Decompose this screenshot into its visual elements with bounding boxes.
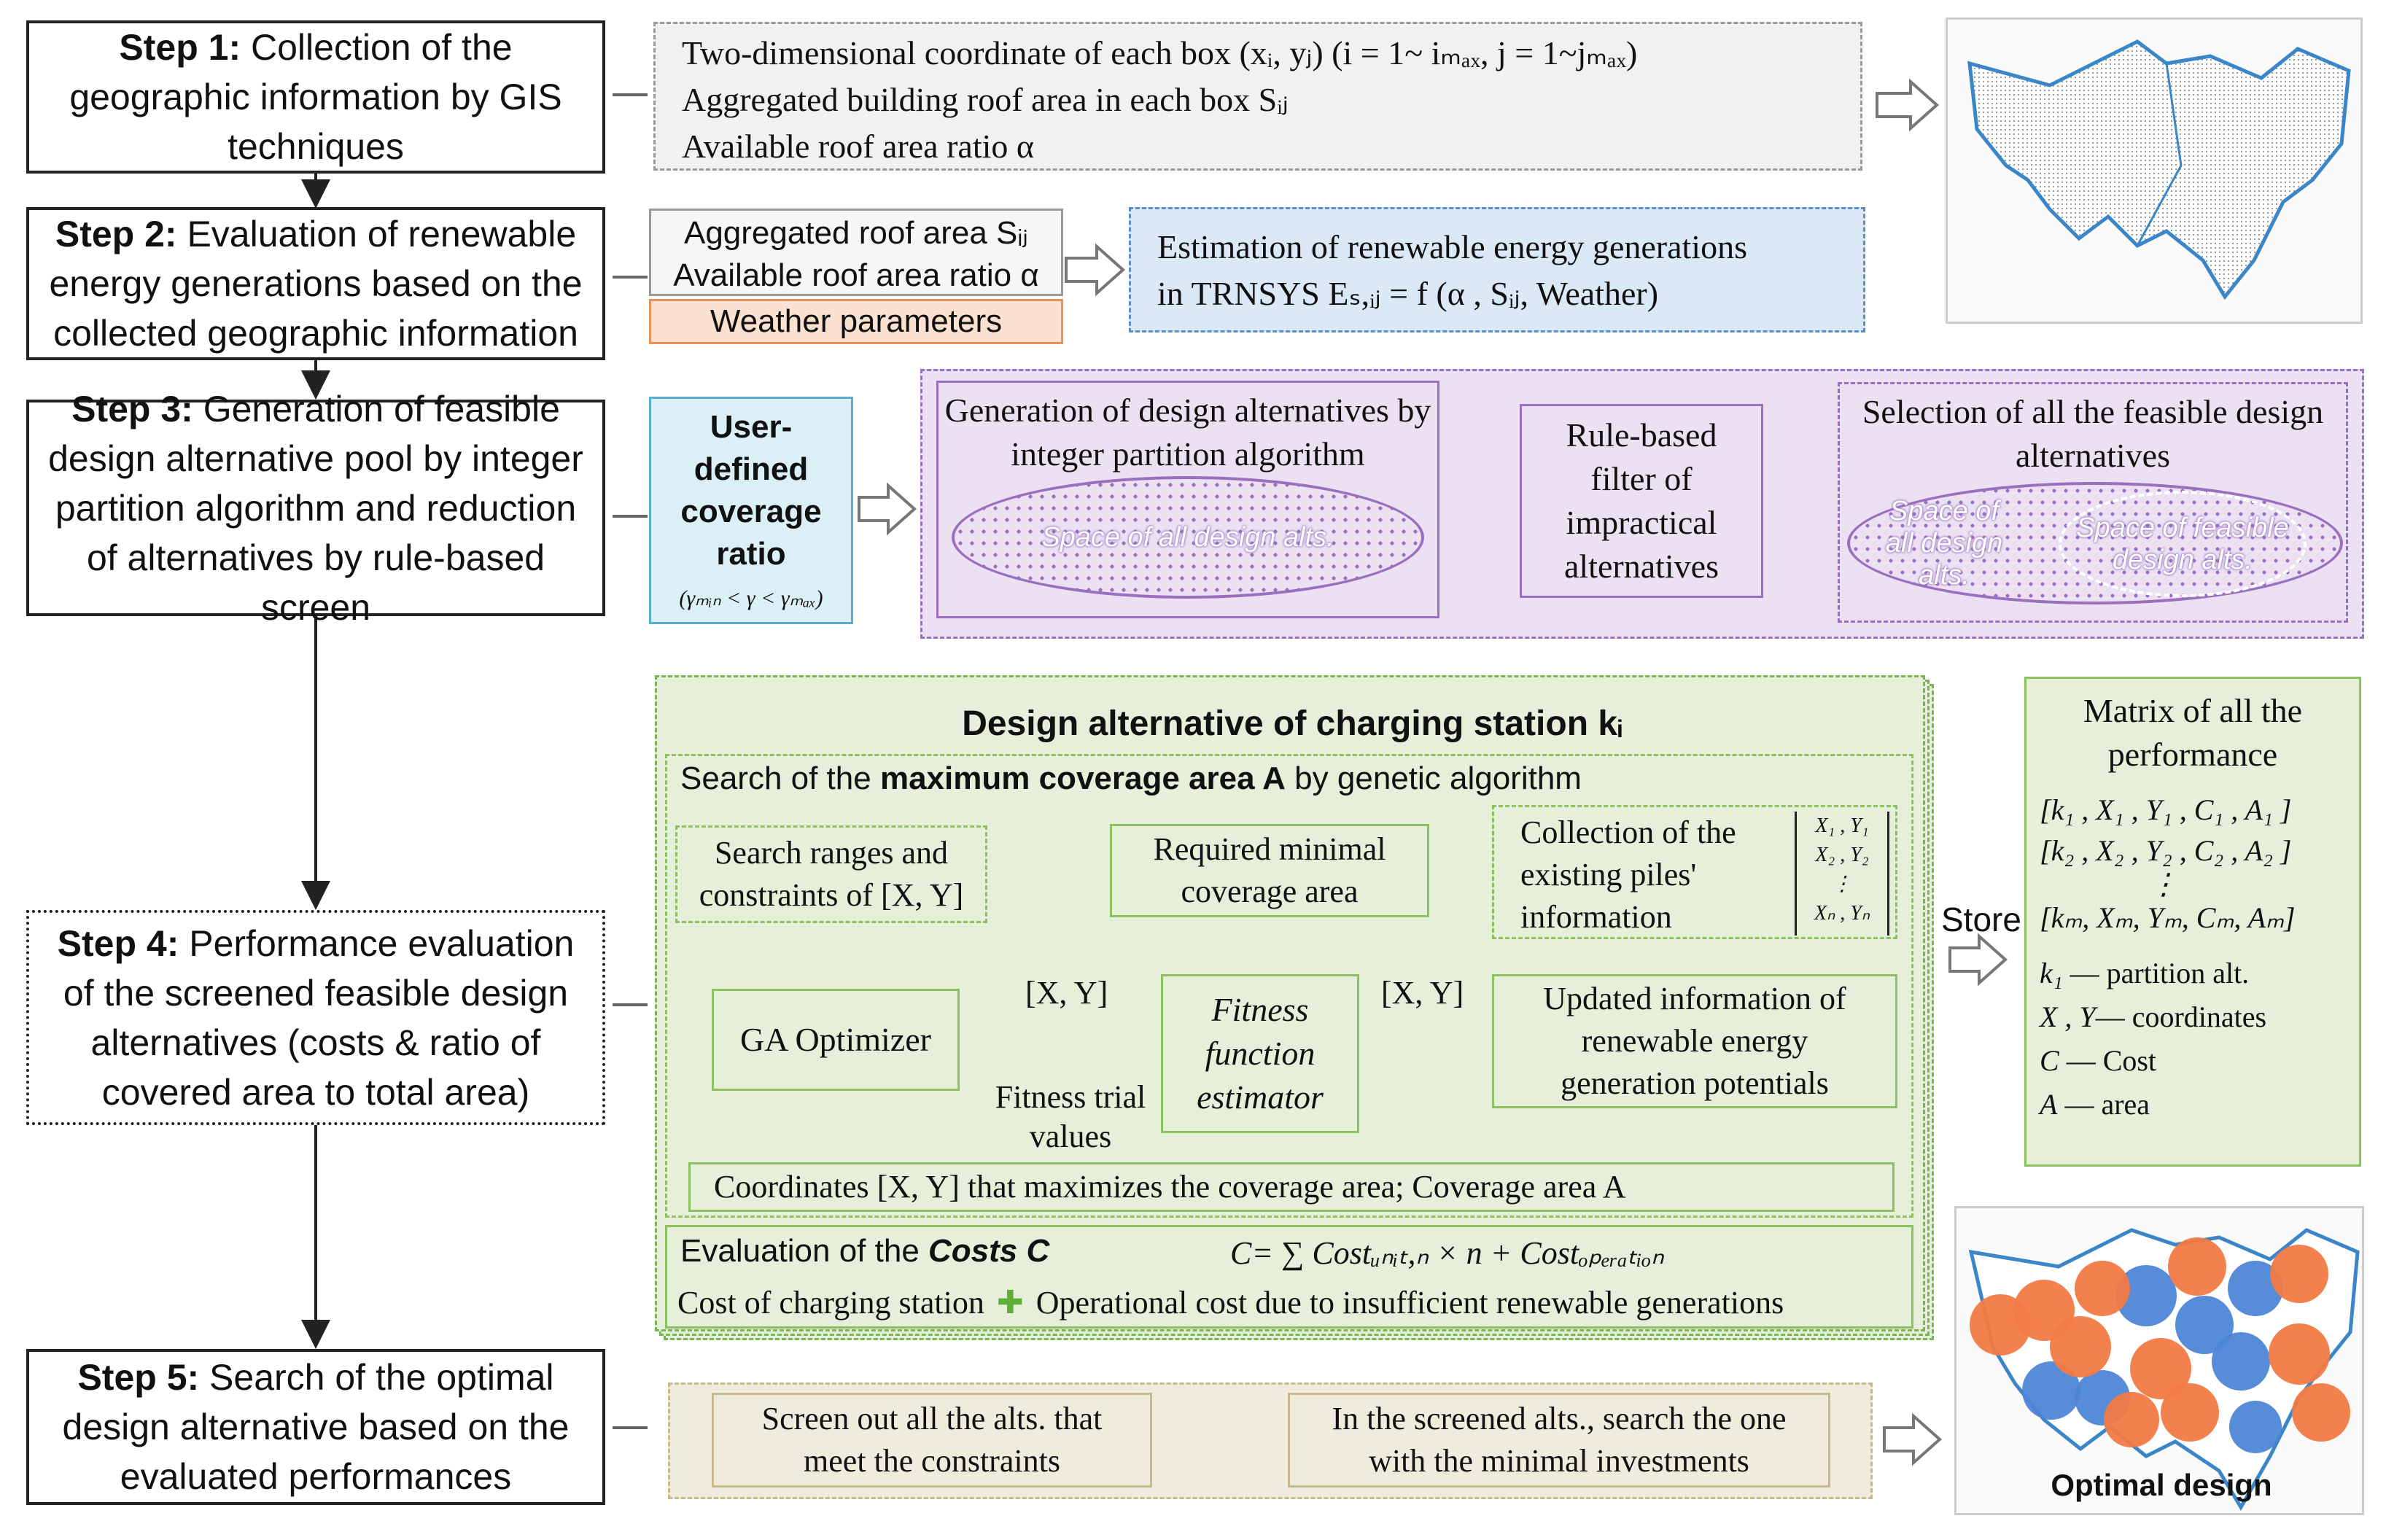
roof-area-text: Aggregated roof area Sᵢⱼ bbox=[683, 215, 1029, 251]
matrix-row-2: [k₂ , X₂ , Y₂ , C₂ , A₂ ] bbox=[2040, 834, 2292, 867]
updated-info-text: Updated information of renewable energy … bbox=[1543, 981, 1846, 1101]
gis-map-image bbox=[1946, 18, 2363, 324]
matrix-row-3: ⋮ bbox=[2149, 868, 2178, 901]
design-alt-title: Design alternative of charging station k… bbox=[962, 704, 1623, 743]
step3-box: Step 3: Generation of feasible design al… bbox=[26, 389, 605, 628]
generation-title: Generation of design alternatives by int… bbox=[944, 392, 1431, 472]
fitness-estimator-text: Fitness function estimator bbox=[1197, 991, 1324, 1116]
step1-text: Collection of the geographic information… bbox=[69, 27, 562, 167]
xy-label-1: [X, Y] bbox=[1025, 975, 1108, 1011]
xy-label-2: [X, Y] bbox=[1381, 975, 1464, 1011]
coverage-ratio-label: User-defined coverage ratio bbox=[680, 409, 822, 572]
search-ranges-box: Search ranges and constraints of [X, Y] bbox=[675, 825, 987, 923]
screen-out-text: Screen out all the alts. that meet the c… bbox=[761, 1401, 1103, 1479]
step2-bold: Step 2: bbox=[55, 214, 177, 254]
cost-title: Evaluation of the Costs C bbox=[680, 1233, 1050, 1269]
fitness-estimator-box: Fitness function estimator bbox=[1161, 974, 1359, 1133]
step3-bold: Step 3: bbox=[71, 388, 193, 429]
hollow-arrow-row2 bbox=[1065, 243, 1126, 297]
optimal-map bbox=[1968, 1228, 2360, 1511]
cost-formula: C= ∑ Costᵤₙᵢₜ,ₙ × n + Costₒₚₑᵣₐₜᵢₒₙ bbox=[1230, 1235, 1664, 1271]
step5-box: Step 5: Search of the optimal design alt… bbox=[26, 1349, 605, 1505]
pile-circles bbox=[1970, 1237, 2350, 1453]
roof-ratio-text: Available roof area ratio α bbox=[673, 257, 1039, 293]
gis-info-box: Two-dimensional coordinate of each box (… bbox=[653, 22, 1862, 171]
step2-text: Evaluation of renewable energy generatio… bbox=[49, 214, 583, 354]
piles-matrix: X₁ , Y₁ X₂ , Y₂ ⋮ Xₙ , Yₙ bbox=[1795, 812, 1889, 936]
step3-text: Generation of feasible design alternativ… bbox=[48, 388, 583, 628]
step2-box: Step 2: Evaluation of renewable energy g… bbox=[26, 207, 605, 360]
weather-text: Weather parameters bbox=[710, 303, 1003, 339]
ga-optimizer-box: GA Optimizer bbox=[712, 989, 960, 1091]
updated-info-box: Updated information of renewable energy … bbox=[1492, 974, 1897, 1108]
matrix-rows: [k₁ , X₁ , Y₁ , C₁ , A₁ ] [k₂ , X₂ , Y₂ … bbox=[2040, 790, 2346, 938]
fitness-trial-label: Fitness trial values bbox=[995, 1079, 1146, 1154]
ga-search-title: Search of the maximum coverage area A by… bbox=[680, 761, 1582, 796]
step4-bold: Step 4: bbox=[57, 922, 179, 964]
coverage-ratio-box: User-defined coverage ratio (γₘᵢₙ < γ < … bbox=[649, 397, 853, 624]
collection-text: Collection of the existing piles' inform… bbox=[1520, 814, 1736, 935]
space-all-text: Space of all design alts. bbox=[1041, 522, 1334, 553]
roof-info-box: Aggregated roof area Sᵢⱼ Available roof … bbox=[649, 209, 1063, 296]
space-feasible-ellipse: Space of feasible design alts. bbox=[2059, 491, 2307, 597]
collection-box: Collection of the existing piles' inform… bbox=[1492, 805, 1897, 939]
required-coverage-box: Required minimal coverage area bbox=[1110, 824, 1429, 917]
trnsys-line2: in TRNSYS Eₛ,ᵢⱼ = f (α , Sᵢⱼ, Weather) bbox=[1157, 275, 1659, 312]
matrix-row-4: [kₘ, Xₘ, Yₘ, Cₘ, Aₘ] bbox=[2040, 901, 2296, 934]
space-all-ellipse: Space of all design alts. bbox=[952, 476, 1424, 599]
step5-text: Search of the optimal design alternative… bbox=[62, 1357, 570, 1497]
selection-box: Selection of all the feasible design alt… bbox=[1838, 382, 2348, 623]
hollow-arrow-row1 bbox=[1876, 78, 1940, 132]
generation-box: Generation of design alternatives by int… bbox=[936, 381, 1439, 618]
coordinates-result-text: Coordinates [X, Y] that maximizes the co… bbox=[714, 1169, 1626, 1205]
search-ranges-text: Search ranges and constraints of [X, Y] bbox=[699, 835, 964, 913]
step4-text: Performance evaluation of the screened f… bbox=[63, 922, 575, 1113]
trnsys-line1: Estimation of renewable energy generatio… bbox=[1157, 228, 1747, 265]
trnsys-box: Estimation of renewable energy generatio… bbox=[1129, 207, 1865, 332]
gis-line2: Aggregated building roof area in each bo… bbox=[682, 81, 1289, 118]
space-feasible-text: Space of feasible design alts. bbox=[2076, 513, 2289, 575]
screen-out-box: Screen out all the alts. that meet the c… bbox=[712, 1393, 1152, 1488]
plus-icon: ✚ bbox=[996, 1285, 1024, 1321]
step5-bold: Step 5: bbox=[77, 1357, 200, 1398]
hollow-arrow-row3 bbox=[858, 482, 917, 536]
filter-box: Rule-based filter of impractical alterna… bbox=[1520, 404, 1763, 598]
optimal-design-label: Optimal design bbox=[2051, 1468, 2272, 1502]
matrix-title: Matrix of all the performance bbox=[2083, 692, 2303, 773]
matrix-row-1: [k₁ , X₁ , Y₁ , C₁ , A₁ ] bbox=[2040, 793, 2292, 826]
performance-matrix-box: Matrix of all the performance [k₁ , X₁ ,… bbox=[2024, 677, 2361, 1167]
space-all-text-2: Space of all design alts. bbox=[1885, 496, 2003, 591]
hollow-arrow-row5 bbox=[1883, 1412, 1943, 1466]
map-shape bbox=[1967, 39, 2351, 300]
step1-box: Step 1: Collection of the geographic inf… bbox=[26, 20, 605, 174]
step4-box: Step 4: Performance evaluation of the sc… bbox=[26, 910, 605, 1125]
minimal-investment-box: In the screened alts., search the one wi… bbox=[1288, 1393, 1830, 1488]
ga-optimizer-text: GA Optimizer bbox=[740, 1021, 931, 1058]
optimal-design-image: Optimal design bbox=[1954, 1206, 2364, 1515]
filter-text: Rule-based filter of impractical alterna… bbox=[1563, 416, 1719, 585]
gis-line3: Available roof area ratio α bbox=[682, 128, 1034, 165]
cost-evaluation-box: Evaluation of the Costs C C= ∑ Costᵤₙᵢₜ,… bbox=[665, 1225, 1913, 1329]
coordinates-result-box: Coordinates [X, Y] that maximizes the co… bbox=[688, 1162, 1895, 1212]
hollow-arrow-store bbox=[1948, 933, 2008, 987]
weather-box: Weather parameters bbox=[649, 299, 1063, 344]
store-label: Store bbox=[1941, 901, 2021, 938]
minimal-investment-text: In the screened alts., search the one wi… bbox=[1332, 1401, 1787, 1479]
selection-title: Selection of all the feasible design alt… bbox=[1862, 393, 2324, 474]
gis-line1: Two-dimensional coordinate of each box (… bbox=[682, 34, 1638, 71]
required-coverage-text: Required minimal coverage area bbox=[1153, 831, 1386, 909]
coverage-ratio-range: (γₘᵢₙ < γ < γₘₐₓ) bbox=[679, 586, 823, 610]
step1-bold: Step 1: bbox=[119, 27, 241, 68]
cost-line: Cost of charging station ✚ Operational c… bbox=[677, 1285, 1784, 1321]
matrix-legend: k₁ — partition alt. X , Y— coordinates C… bbox=[2040, 957, 2267, 1121]
